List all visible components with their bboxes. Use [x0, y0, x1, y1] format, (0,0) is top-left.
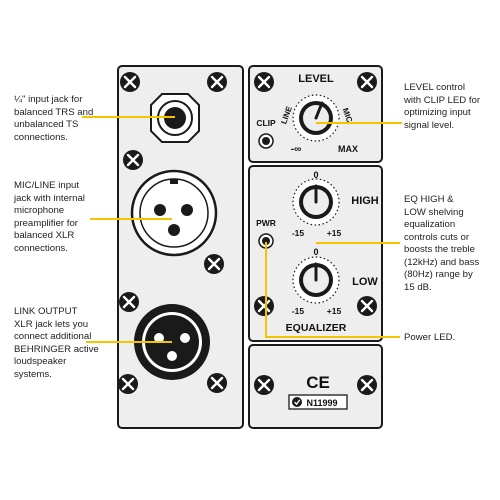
callout-line: signal level. — [404, 119, 455, 131]
high-zero-label: 0 — [313, 170, 318, 180]
callout-level-control: LEVEL control with CLIP LED for optimizi… — [404, 82, 480, 132]
low-knob-icon — [292, 256, 340, 304]
level-title: LEVEL — [298, 73, 334, 85]
power-led-icon — [258, 233, 274, 249]
callout-line: jack with internal — [14, 192, 85, 204]
callout-line: (12kHz) and bass — [404, 256, 480, 268]
callout-line: boosts the treble — [404, 244, 475, 255]
screw-icon — [118, 70, 142, 94]
callout-line: balanced TRS and — [14, 106, 94, 118]
screw-icon — [355, 373, 379, 397]
callout-line: XLR jack lets you — [14, 318, 89, 330]
callout-line: connections. — [14, 131, 68, 143]
callout-line: optimizing input — [404, 107, 471, 118]
callout-line: loudspeaker — [14, 356, 67, 367]
high-minus-label: -15 — [292, 228, 305, 238]
callout-line: systems. — [14, 368, 52, 380]
callout-line: with CLIP LED for — [404, 94, 481, 106]
callout-line: (80Hz) range by — [404, 269, 473, 280]
callout-line: connections. — [14, 242, 68, 254]
screw-icon — [252, 70, 276, 94]
callout-mic-line: MIC/LINE input jack with internal microp… — [14, 180, 85, 255]
callout-line: 15 dB. — [404, 281, 432, 293]
clip-label: CLIP — [256, 118, 276, 128]
callout-line: microphone — [14, 205, 65, 216]
check-mark-icon — [292, 397, 302, 407]
cert-panel — [248, 344, 383, 429]
callout-line: BEHRINGER active — [14, 343, 99, 355]
callout-line: MIC/LINE input — [14, 180, 80, 191]
callout-line: controls cuts or — [404, 231, 470, 243]
callout-input-jack: ¼" input jack for balanced TRS and unbal… — [14, 94, 93, 144]
screw-icon — [252, 373, 276, 397]
callout-line: connect additional — [14, 331, 92, 342]
callout-link-output: LINK OUTPUT XLR jack lets you connect ad… — [14, 306, 99, 381]
callout-line: EQ HIGH & — [404, 194, 454, 205]
callout-line: LEVEL control — [404, 82, 465, 93]
min-label: -∞ — [291, 144, 301, 155]
screw-icon — [355, 294, 379, 318]
screw-icon — [117, 290, 141, 314]
callout-line: equalization — [404, 219, 456, 230]
screw-icon — [116, 372, 140, 396]
callout-line: balanced XLR — [14, 230, 75, 241]
screw-icon — [205, 70, 229, 94]
callout-line: LOW shelving — [404, 206, 464, 218]
callout-line: unbalanced TS — [14, 119, 79, 130]
ce-mark: CE — [306, 373, 330, 392]
low-label: LOW — [352, 276, 378, 288]
callout-power-led: Power LED. — [404, 332, 455, 345]
callout-eq: EQ HIGH & LOW shelving equalization cont… — [404, 194, 479, 294]
screw-icon — [355, 70, 379, 94]
level-knob-icon — [292, 94, 340, 142]
callout-line: preamplifier for — [14, 217, 78, 229]
cert-number: N11999 — [306, 398, 337, 408]
leader-lines — [82, 116, 402, 343]
screw-icon — [202, 252, 226, 276]
certification-badge: N11999 — [288, 394, 348, 410]
callout-line: LINK OUTPUT — [14, 306, 78, 317]
low-zero-label: 0 — [313, 247, 318, 257]
low-minus-label: -15 — [292, 306, 305, 316]
high-knob-icon — [292, 178, 340, 226]
callout-line: ¼" input jack for — [14, 94, 83, 105]
screw-icon — [121, 148, 145, 172]
pwr-label: PWR — [256, 218, 276, 228]
clip-led-icon — [258, 133, 274, 149]
xlr-female-jack-icon — [130, 169, 218, 257]
screw-icon — [205, 371, 229, 395]
screw-icon — [252, 294, 276, 318]
high-plus-label: +15 — [327, 228, 342, 238]
low-plus-label: +15 — [327, 306, 342, 316]
equalizer-title: EQUALIZER — [286, 322, 347, 334]
max-label: MAX — [338, 144, 358, 154]
eq-panel — [248, 165, 383, 342]
callout-line: Power LED. — [404, 332, 456, 343]
high-label: HIGH — [351, 195, 379, 207]
